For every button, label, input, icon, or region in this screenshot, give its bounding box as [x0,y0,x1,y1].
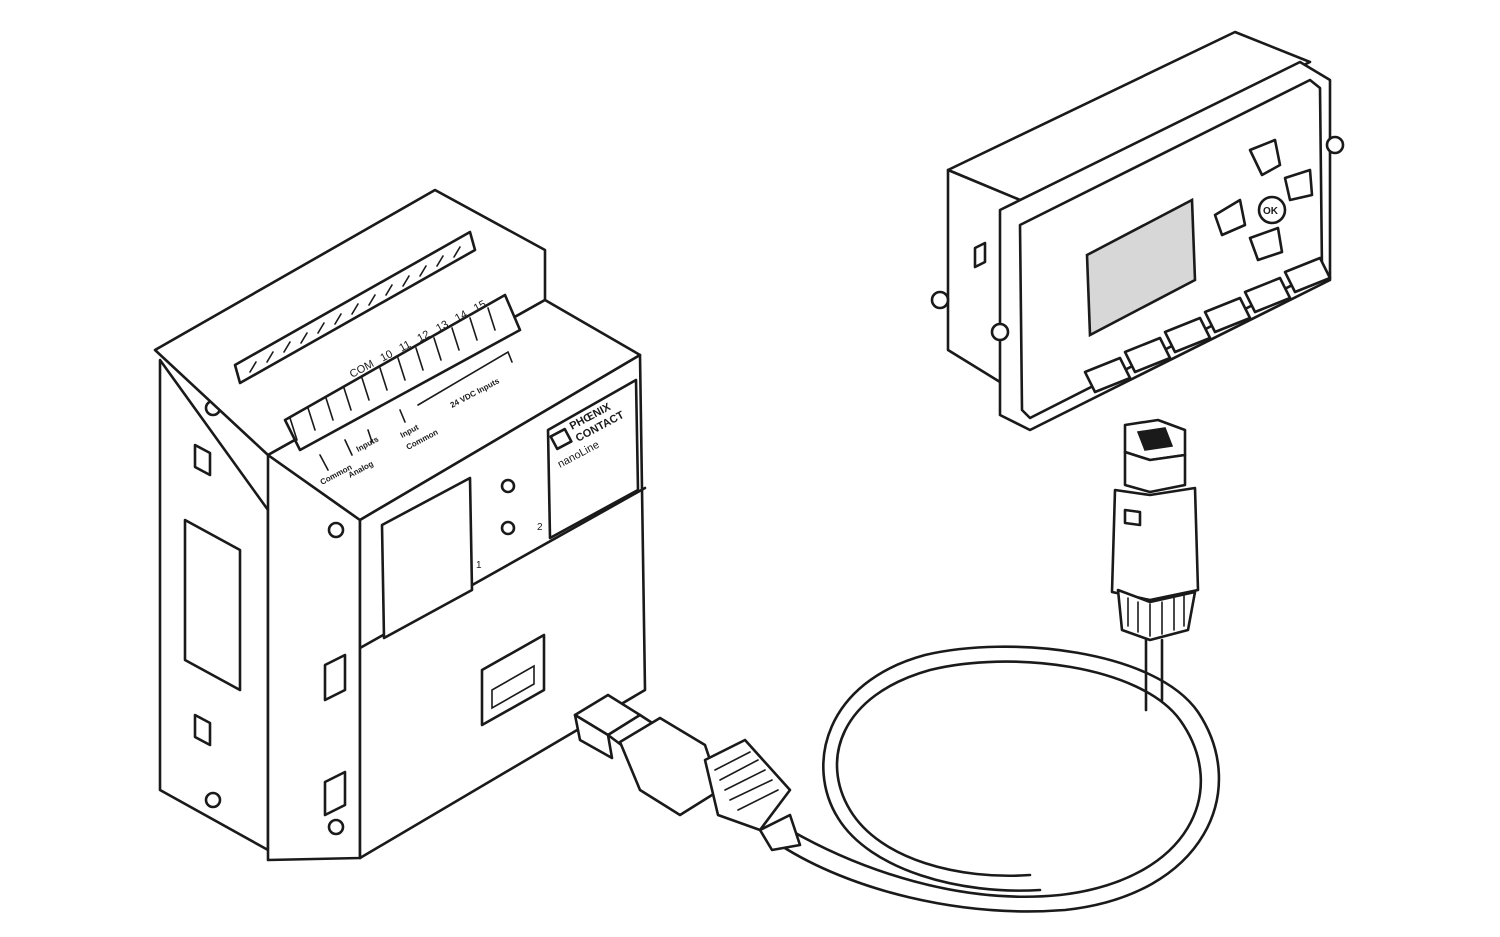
status-led-2 [500,520,516,536]
function-key-2 [1123,336,1172,374]
phoenix-contact-logo [549,427,573,451]
function-key-3 [1163,316,1212,354]
function-key-4 [1203,296,1252,334]
nav-left-button [1213,198,1247,237]
operator-panel: OK [930,30,1345,432]
plug-strain-relief [703,738,792,832]
plc-module [153,188,647,862]
nav-up-button [1248,138,1282,177]
status-led-1 [500,478,516,494]
rj45-plug-plc-side [573,693,802,852]
slot-1-number: 1 [476,560,482,571]
nav-down-button [1248,226,1284,262]
mount-screw-left [930,290,950,310]
svg-text:COM 10 11 12: COM 10 11 12 13 14 15 [348,298,488,380]
ok-button [1257,195,1287,225]
terminal-label-15: 15 [472,298,488,314]
mount-screw-front [990,322,1010,342]
rj45-plug-panel-side [1110,418,1200,642]
mount-screw-right [1325,135,1345,155]
ok-button-label: OK [1263,206,1279,217]
patch-cable [778,638,1221,913]
slot-1-cover [380,476,474,640]
nav-right-button [1283,168,1314,202]
rail-clip [183,518,242,692]
panel-lcd-display [1085,197,1197,338]
slot-2-cover [546,378,640,540]
function-key-1 [1083,356,1132,394]
slot-2-number: 2 [537,522,543,533]
function-key-5 [1243,276,1292,314]
function-key-6 [1283,256,1332,294]
plc-rj45-port [480,633,546,727]
